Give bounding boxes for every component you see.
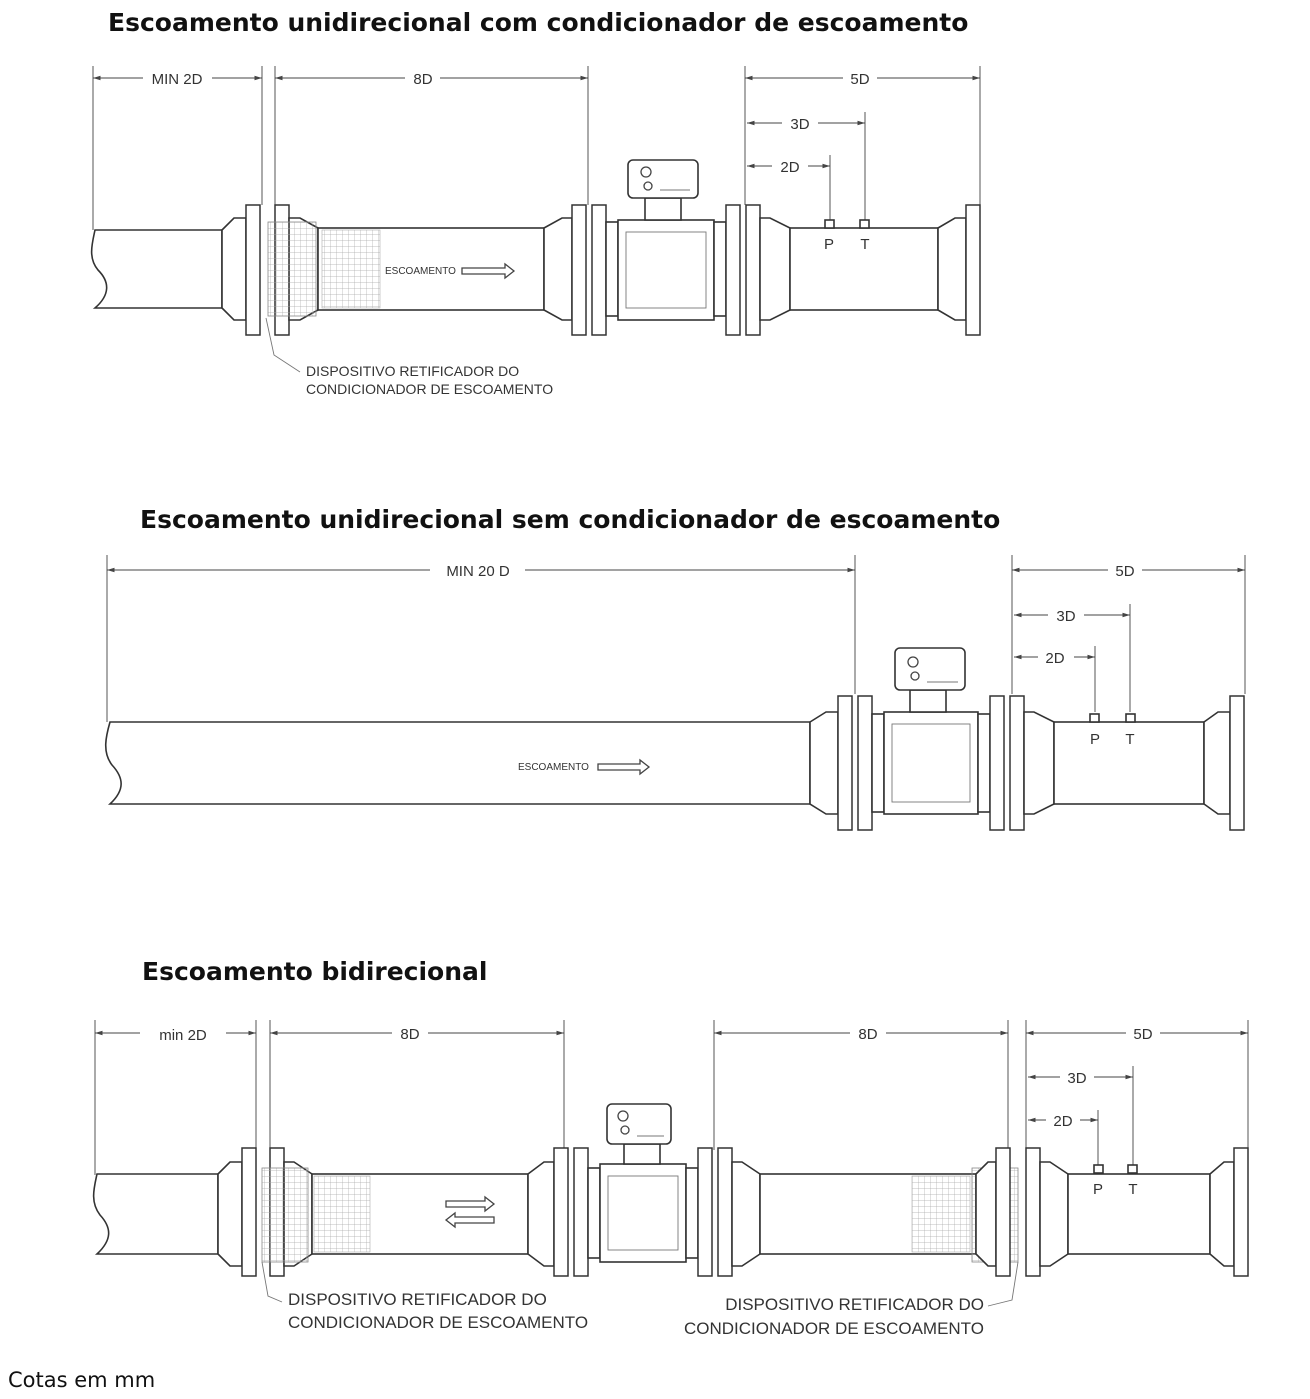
diagram3-title: Escoamento bidirecional bbox=[142, 957, 488, 986]
d3-flange bbox=[717, 1147, 733, 1277]
d1-flow-label: ESCOAMENTO bbox=[385, 266, 456, 277]
d3-flange bbox=[995, 1147, 1011, 1277]
d3-tap-p: P bbox=[1093, 1181, 1103, 1198]
d2-dim-3d: 3D bbox=[1056, 608, 1075, 625]
d1-flow-conditioner bbox=[267, 221, 317, 317]
d2-flow-label: ESCOAMENTO bbox=[518, 762, 589, 773]
d2-inlet-pipe bbox=[104, 721, 811, 805]
d3-flange bbox=[573, 1147, 589, 1277]
d3-dim-2d: 2D bbox=[1053, 1113, 1072, 1130]
d2-flange bbox=[1229, 695, 1245, 831]
d1-flange bbox=[571, 204, 587, 336]
d1-inlet-pipe bbox=[90, 229, 223, 309]
d1-dim-2d: 2D bbox=[780, 159, 799, 176]
d3-dim-8d-left: 8D bbox=[400, 1026, 419, 1043]
d1-flange bbox=[591, 204, 607, 336]
d3-inlet-pipe bbox=[92, 1173, 219, 1255]
d3-note-right-line2: CONDICIONADOR DE ESCOAMENTO bbox=[684, 1319, 984, 1338]
d2-tap-p: P bbox=[1090, 731, 1100, 748]
d2-dim-upstream: MIN 20 D bbox=[446, 563, 510, 580]
diagram2: MIN 20 D 5D 3D 2D P T ESCOAMENTO bbox=[104, 555, 1246, 831]
d2-tap-t: T bbox=[1125, 731, 1134, 748]
d3-meter-body bbox=[599, 1163, 687, 1263]
d1-transmitter bbox=[627, 159, 699, 199]
d1-flange bbox=[725, 204, 741, 336]
diagram3: min 2D 8D 8D 5D 3D 2D bbox=[92, 1020, 1249, 1338]
d3-flange bbox=[1233, 1147, 1249, 1277]
d3-tap-t: T bbox=[1128, 1181, 1137, 1198]
d2-flange bbox=[837, 695, 853, 831]
d1-dim-8d: 8D bbox=[413, 71, 432, 88]
d3-note-left-line2: CONDICIONADOR DE ESCOAMENTO bbox=[288, 1313, 588, 1332]
d3-flow-arrow-reverse bbox=[444, 1211, 495, 1229]
d3-dim-upstream: min 2D bbox=[159, 1027, 207, 1044]
d2-dim-2d: 2D bbox=[1045, 650, 1064, 667]
d1-tap-t: T bbox=[860, 236, 869, 253]
d2-flange bbox=[1009, 695, 1025, 831]
diagram2-title: Escoamento unidirecional sem condicionad… bbox=[140, 505, 1001, 534]
d1-dim-3d: 3D bbox=[790, 116, 809, 133]
d3-dim-8d-right: 8D bbox=[858, 1026, 877, 1043]
d2-flange bbox=[857, 695, 873, 831]
d3-flange bbox=[241, 1147, 257, 1277]
d3-flow-arrow-forward bbox=[445, 1195, 496, 1213]
d3-note-right-line1: DISPOSITIVO RETIFICADOR DO bbox=[725, 1295, 984, 1314]
d1-meter-body bbox=[617, 219, 715, 321]
d3-transmitter bbox=[606, 1103, 672, 1145]
d2-flow-arrow bbox=[597, 758, 651, 776]
d1-flange bbox=[245, 204, 261, 336]
d1-dim-upstream: MIN 2D bbox=[152, 71, 203, 88]
d1-flange bbox=[965, 204, 981, 336]
d1-flow-arrow bbox=[461, 262, 516, 280]
footer-units-note: Cotas em mm bbox=[8, 1368, 156, 1392]
d1-dim-5d: 5D bbox=[850, 71, 869, 88]
d3-flow-conditioner-left bbox=[261, 1167, 309, 1263]
d3-flange bbox=[553, 1147, 569, 1277]
d3-dim-3d: 3D bbox=[1067, 1070, 1086, 1087]
d3-flange bbox=[697, 1147, 713, 1277]
d3-dim-5d: 5D bbox=[1133, 1026, 1152, 1043]
diagram1: MIN 2D 8D 5D 3D 2D bbox=[90, 66, 981, 397]
d1-note-line1: DISPOSITIVO RETIFICADOR DO bbox=[306, 363, 519, 379]
d2-flange bbox=[989, 695, 1005, 831]
d2-meter-body bbox=[883, 711, 979, 815]
d1-tap-p: P bbox=[824, 236, 834, 253]
d1-flange bbox=[745, 204, 761, 336]
d3-note-left-line1: DISPOSITIVO RETIFICADOR DO bbox=[288, 1290, 547, 1309]
d3-flange bbox=[1025, 1147, 1041, 1277]
d2-dim-5d: 5D bbox=[1115, 563, 1134, 580]
diagram1-title: Escoamento unidirecional com condicionad… bbox=[108, 8, 969, 37]
d1-note-line2: CONDICIONADOR DE ESCOAMENTO bbox=[306, 381, 553, 397]
d2-transmitter bbox=[894, 647, 966, 691]
